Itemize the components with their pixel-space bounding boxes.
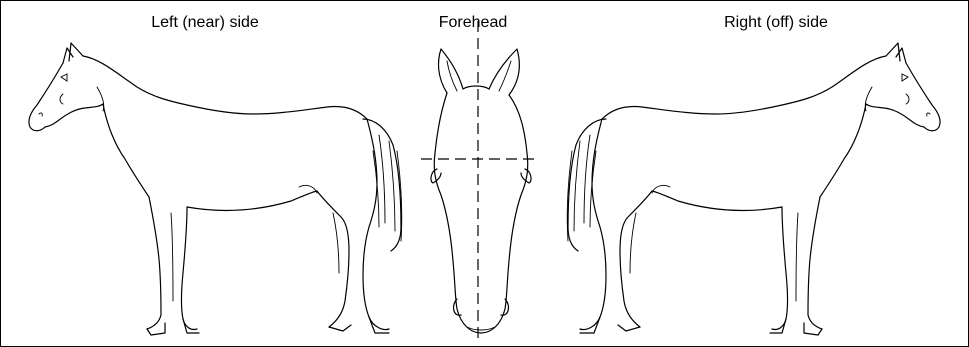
right-side-horse xyxy=(567,43,940,335)
forehead-view xyxy=(421,21,535,343)
left-side-horse xyxy=(29,43,402,335)
